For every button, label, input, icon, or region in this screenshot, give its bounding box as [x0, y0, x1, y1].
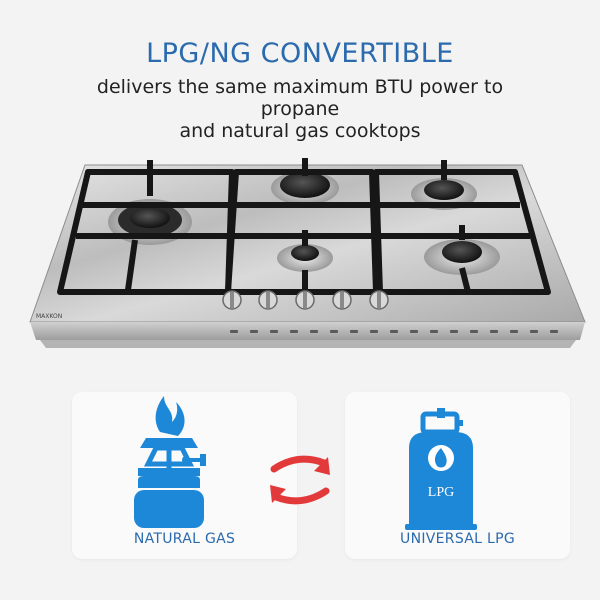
brand-logo: MAXKON	[36, 313, 62, 320]
cast-iron-grates	[57, 158, 551, 295]
control-knobs	[222, 290, 389, 310]
flame-icon	[155, 396, 185, 436]
cooktop-image: MAXKON	[29, 158, 586, 348]
natural-gas-burner-icon	[134, 396, 206, 528]
burner-bottom-right	[424, 239, 500, 275]
natural-gas-label: NATURAL GAS	[133, 531, 236, 547]
swap-arrows-icon	[270, 455, 330, 505]
knob-5	[369, 290, 389, 310]
headline-subtitle: delivers the same maximum BTU power to p…	[60, 76, 540, 142]
lpg-label: UNIVERSAL LPG	[400, 531, 515, 547]
knob-3	[295, 290, 315, 310]
knob-4	[332, 290, 352, 310]
lpg-tank-icon: LPG	[405, 408, 477, 530]
burner-bottom-center	[277, 244, 333, 272]
tank-flame-icon	[434, 448, 447, 468]
lpg-card: LPG UNIVERSAL LPG	[345, 392, 570, 559]
subtitle-line-2: and natural gas cooktops	[179, 120, 421, 142]
natural-gas-card: NATURAL GAS	[72, 392, 297, 559]
burner-top-center	[271, 171, 339, 205]
vent-holes	[230, 330, 558, 333]
headline-title: LPG/NG CONVERTIBLE	[146, 38, 454, 69]
tank-label: LPG	[428, 485, 454, 500]
subtitle-line-1: delivers the same maximum BTU power to p…	[96, 76, 504, 120]
knob-2	[258, 290, 278, 310]
knob-1	[222, 290, 242, 310]
